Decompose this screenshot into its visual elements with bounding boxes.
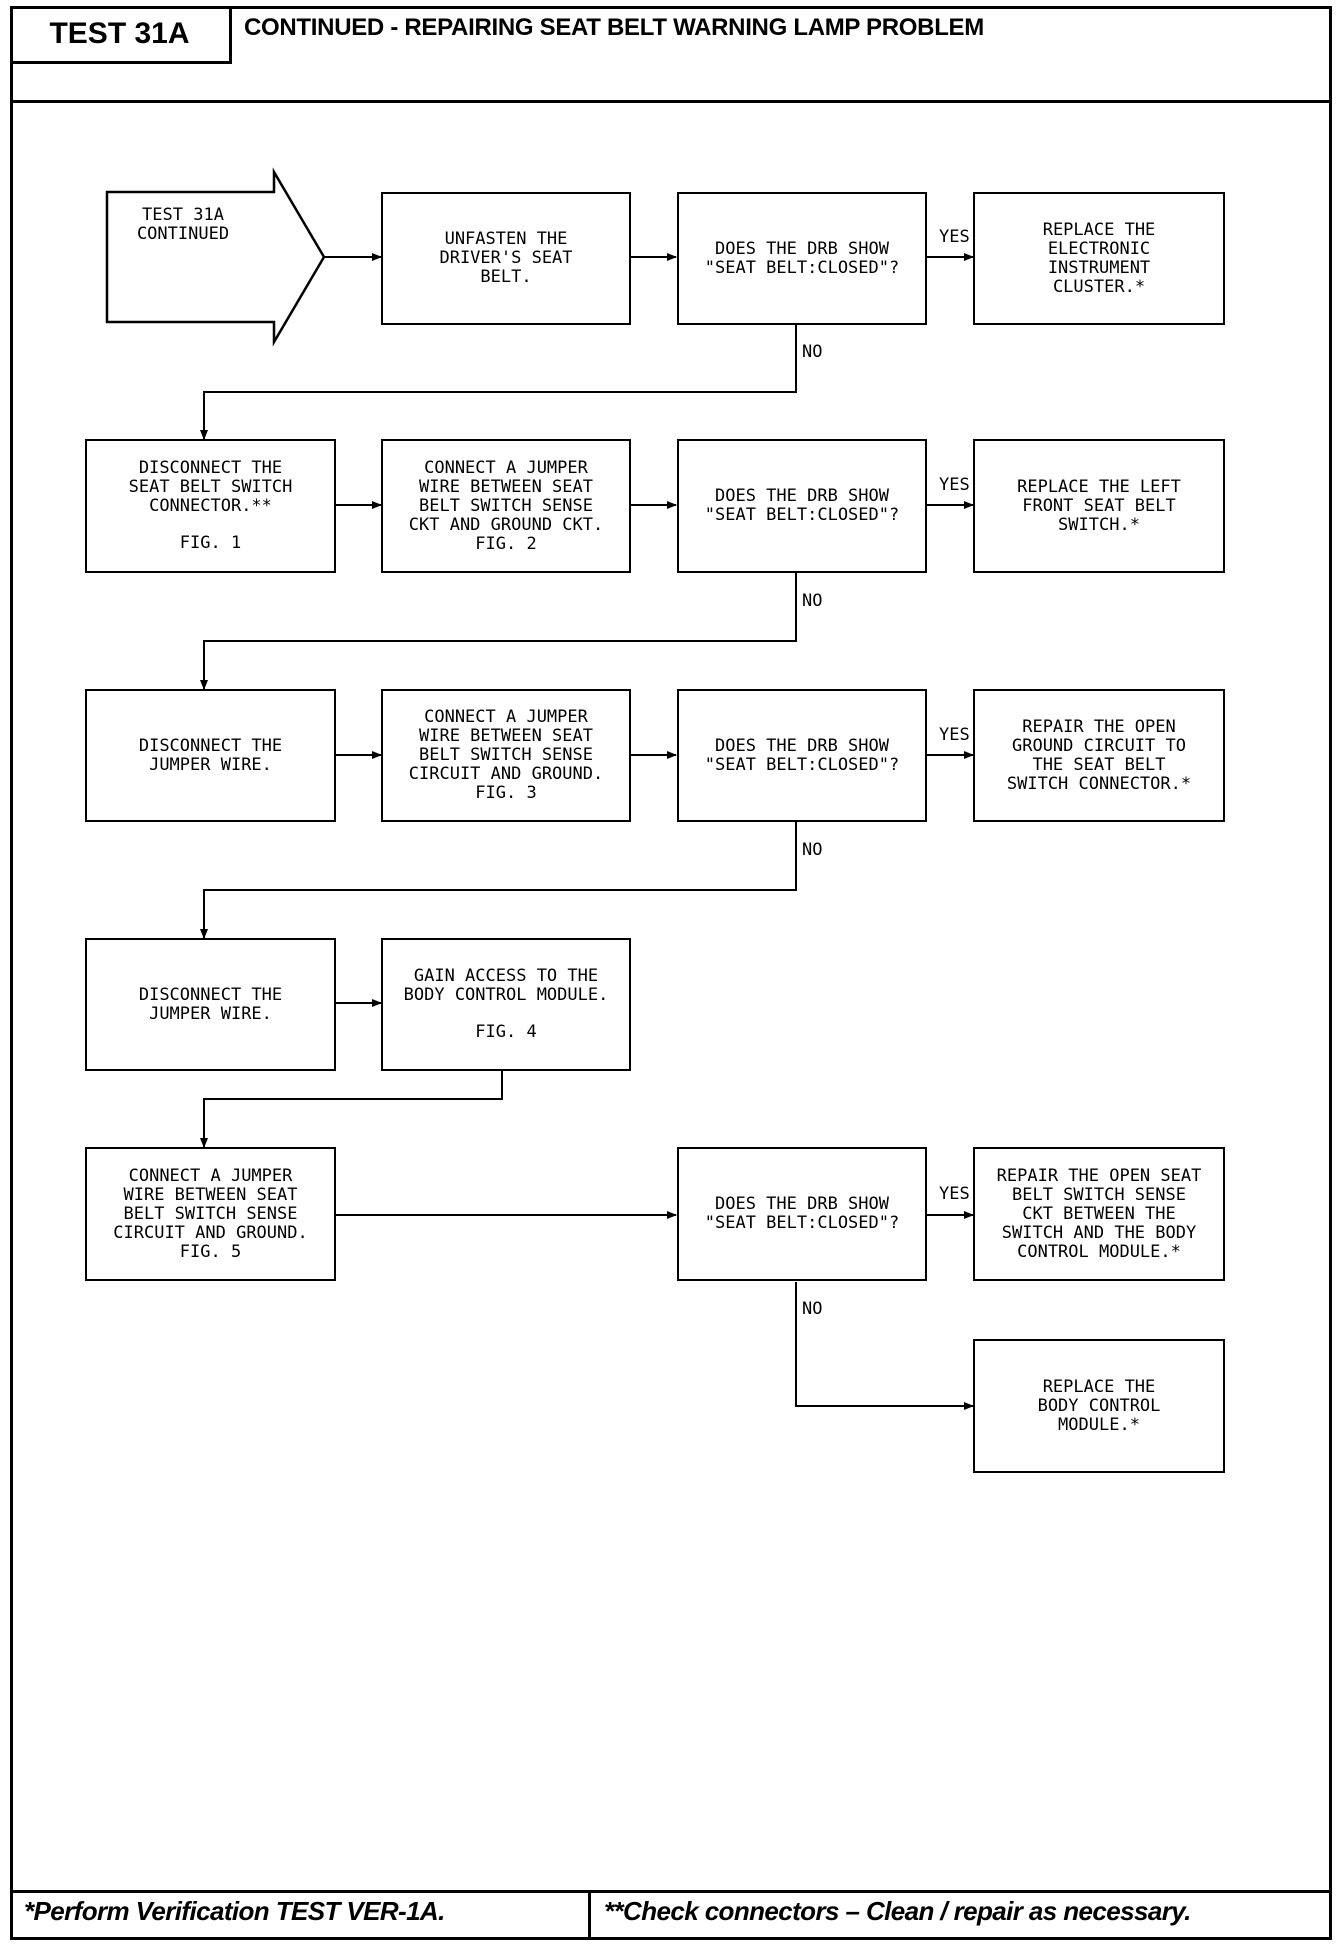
footer-separator bbox=[588, 1890, 591, 1940]
footer-divider bbox=[10, 1890, 1332, 1893]
no-label-3: NO bbox=[802, 840, 823, 860]
arrow-q3-no bbox=[200, 822, 797, 939]
question-seat-belt-closed-2: DOES THE DRB SHOW "SEAT BELT:CLOSED"? bbox=[677, 439, 927, 573]
arrow-q4-no bbox=[795, 1282, 974, 1410]
test-id: TEST 31A bbox=[10, 6, 232, 64]
step-unfasten-seat-belt: UNFASTEN THE DRIVER'S SEAT BELT. bbox=[381, 192, 631, 325]
step-jumper-final: CONNECT A JUMPER WIRE BETWEEN SEAT BELT … bbox=[85, 1147, 336, 1281]
question-seat-belt-closed-3: DOES THE DRB SHOW "SEAT BELT:CLOSED"? bbox=[677, 689, 927, 822]
step-access-body-control-module: GAIN ACCESS TO THE BODY CONTROL MODULE. … bbox=[381, 938, 631, 1071]
footer-note-verification: *Perform Verification TEST VER-1A. bbox=[24, 1896, 445, 1926]
footer-note-connectors: **Check connectors – Clean / repair as n… bbox=[604, 1896, 1191, 1926]
step-disconnect-switch-connector: DISCONNECT THE SEAT BELT SWITCH CONNECTO… bbox=[85, 439, 336, 573]
no-label-4: NO bbox=[802, 1299, 823, 1319]
result-replace-instrument-cluster: REPLACE THE ELECTRONIC INSTRUMENT CLUSTE… bbox=[973, 192, 1225, 325]
result-repair-open-ground: REPAIR THE OPEN GROUND CIRCUIT TO THE SE… bbox=[973, 689, 1225, 822]
step-jumper-circuit-ground: CONNECT A JUMPER WIRE BETWEEN SEAT BELT … bbox=[381, 689, 631, 822]
step-disconnect-jumper-1: DISCONNECT THE JUMPER WIRE. bbox=[85, 689, 336, 822]
start-arrow-shape bbox=[105, 167, 326, 347]
step-jumper-sense-ground: CONNECT A JUMPER WIRE BETWEEN SEAT BELT … bbox=[381, 439, 631, 573]
page-border bbox=[10, 6, 1332, 1940]
result-repair-open-sense-ckt: REPAIR THE OPEN SEAT BELT SWITCH SENSE C… bbox=[973, 1147, 1225, 1281]
access-bcm-text: GAIN ACCESS TO THE BODY CONTROL MODULE. bbox=[403, 966, 609, 1005]
question-seat-belt-closed-1: DOES THE DRB SHOW "SEAT BELT:CLOSED"? bbox=[677, 192, 927, 325]
disconnect-switch-text: DISCONNECT THE SEAT BELT SWITCH CONNECTO… bbox=[128, 458, 293, 516]
result-replace-left-front-switch: REPLACE THE LEFT FRONT SEAT BELT SWITCH.… bbox=[973, 439, 1225, 573]
yes-label-3: YES bbox=[939, 725, 970, 745]
yes-label-1: YES bbox=[939, 227, 970, 247]
yes-label-2: YES bbox=[939, 475, 970, 495]
arrow-q2-no bbox=[200, 572, 797, 690]
question-seat-belt-closed-4: DOES THE DRB SHOW "SEAT BELT:CLOSED"? bbox=[677, 1147, 927, 1281]
disconnect-switch-fig: FIG. 1 bbox=[179, 533, 242, 553]
result-replace-body-control-module: REPLACE THE BODY CONTROL MODULE.* bbox=[973, 1339, 1225, 1473]
yes-label-4: YES bbox=[939, 1184, 970, 1204]
no-label-2: NO bbox=[802, 591, 823, 611]
step-disconnect-jumper-2: DISCONNECT THE JUMPER WIRE. bbox=[85, 938, 336, 1071]
page-title: CONTINUED - REPAIRING SEAT BELT WARNING … bbox=[244, 14, 984, 41]
arrow-q1-no bbox=[200, 324, 797, 440]
arrow-access-to-final bbox=[200, 1071, 503, 1148]
no-label-1: NO bbox=[802, 342, 823, 362]
header-divider bbox=[10, 100, 1332, 103]
start-label: TEST 31A CONTINUED bbox=[136, 205, 230, 244]
access-bcm-fig: FIG. 4 bbox=[475, 1022, 537, 1042]
